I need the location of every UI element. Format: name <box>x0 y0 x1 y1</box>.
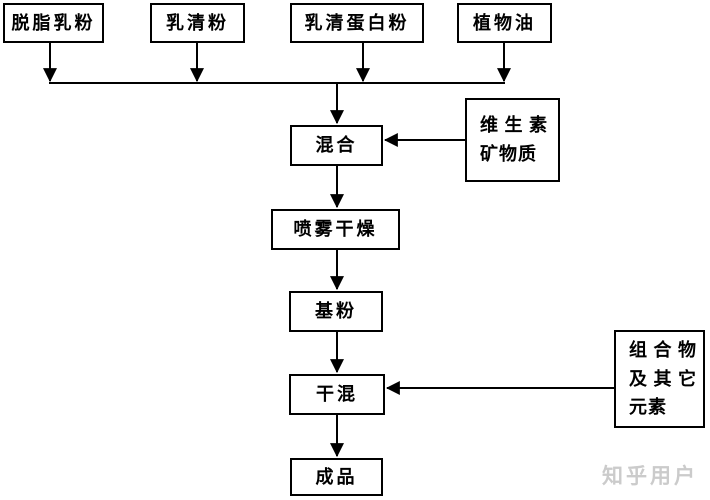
node-skim-milk-powder: 脱脂乳粉 <box>3 3 104 43</box>
node-vegetable-oil: 植物油 <box>457 3 552 43</box>
node-vitamins-minerals: 维 生 素 矿物质 <box>465 98 560 182</box>
node-mixing: 混合 <box>290 125 383 166</box>
node-finished-product: 成品 <box>290 458 383 496</box>
node-dry-mixing: 干混 <box>289 374 385 415</box>
zhihu-user-watermark: 知乎用户 <box>602 464 698 488</box>
node-composition-other-elements: 组 合 物 及 其 它 元素 <box>614 330 705 428</box>
node-base-powder: 基粉 <box>289 291 383 332</box>
node-spray-drying: 喷雾干燥 <box>271 209 400 250</box>
node-whey-protein-powder: 乳清蛋白粉 <box>290 3 424 43</box>
node-whey-powder: 乳清粉 <box>150 3 245 43</box>
